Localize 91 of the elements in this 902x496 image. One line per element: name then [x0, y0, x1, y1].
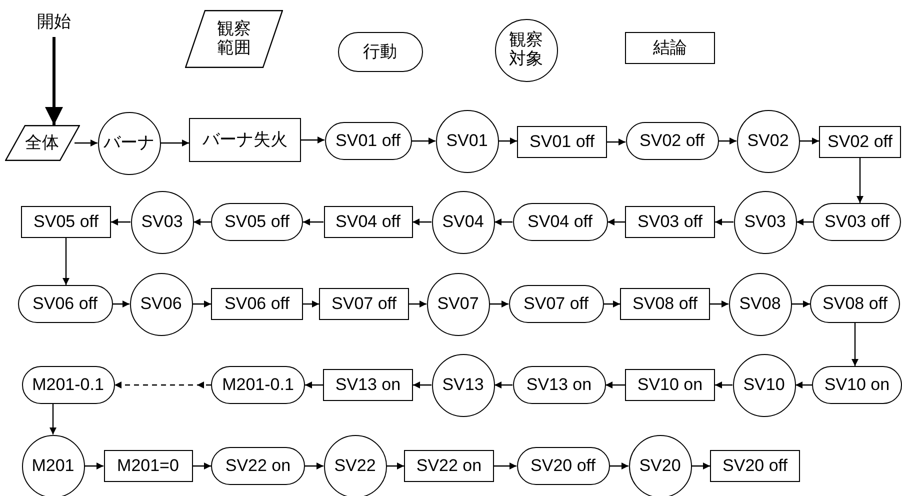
conclusion-box: SV01 off	[517, 126, 607, 158]
object-circle: SV06	[130, 272, 192, 336]
arrow	[692, 462, 710, 470]
action-terminal: M201-0.1	[211, 366, 305, 404]
object-circle: SV13	[432, 354, 494, 416]
action-terminal: SV05 off	[211, 203, 303, 241]
arrow	[796, 218, 813, 226]
object-circle: 観察対象	[494, 18, 558, 82]
arrow	[604, 300, 620, 308]
arrow	[114, 382, 211, 388]
arrow	[610, 462, 628, 470]
scope-parallelogram: 全体	[4, 125, 80, 161]
arrow	[710, 300, 728, 308]
action-terminal: 行動	[338, 32, 422, 72]
arrow	[84, 462, 104, 470]
conclusion-box: SV04 off	[324, 206, 412, 238]
arrow	[498, 138, 517, 144]
arrow	[852, 323, 858, 366]
action-terminal: SV02 off	[626, 122, 718, 160]
arrow	[606, 382, 625, 388]
arrow	[192, 462, 211, 470]
object-circle: SV10	[732, 354, 796, 416]
arrow	[412, 138, 436, 144]
conclusion-box: SV20 off	[710, 450, 800, 482]
arrow	[303, 218, 324, 226]
scope-parallelogram: 観察範囲	[185, 10, 283, 68]
arrow	[194, 218, 211, 226]
arrow	[112, 300, 130, 308]
arrow	[301, 136, 324, 144]
conclusion-box: M201=0	[104, 450, 192, 482]
conclusion-box: 結論	[625, 32, 715, 64]
conclusion-box: SV05 off	[21, 206, 111, 238]
arrow	[490, 300, 508, 308]
arrow	[494, 462, 516, 470]
arrow	[409, 300, 426, 308]
object-circle: SV08	[728, 272, 792, 336]
object-circle: SV07	[426, 272, 490, 336]
arrow	[413, 382, 432, 388]
action-terminal: SV22 on	[211, 447, 305, 485]
conclusion-box: バーナ失火	[189, 118, 301, 162]
object-circle: バーナ	[98, 112, 160, 174]
object-circle: SV20	[628, 434, 692, 496]
arrow	[800, 138, 819, 144]
arrow	[303, 300, 319, 308]
arrow	[160, 140, 189, 146]
conclusion-box: SV02 off	[819, 126, 901, 158]
action-terminal: SV10 on	[812, 366, 902, 404]
arrow	[494, 218, 512, 226]
action-terminal: SV06 off	[18, 285, 112, 323]
arrow	[715, 218, 734, 226]
conclusion-box: SV06 off	[211, 288, 303, 320]
arrow	[856, 158, 864, 203]
object-circle: SV01	[436, 110, 498, 172]
arrow	[74, 140, 98, 146]
arrow	[494, 382, 512, 388]
object-circle: SV03	[734, 190, 796, 254]
action-terminal: SV07 off	[508, 285, 604, 323]
arrow	[305, 462, 324, 470]
arrow	[718, 138, 736, 144]
conclusion-box: SV07 off	[319, 288, 409, 320]
conclusion-box: SV03 off	[625, 206, 715, 238]
object-circle: SV04	[432, 190, 494, 254]
conclusion-box: SV13 on	[323, 369, 413, 401]
conclusion-box: SV22 on	[404, 450, 494, 482]
arrow	[45, 37, 63, 125]
object-circle: M201	[22, 434, 84, 496]
object-circle: SV03	[130, 190, 194, 254]
conclusion-box: SV10 on	[625, 369, 715, 401]
arrow	[192, 300, 211, 308]
start-label: 開始	[34, 11, 74, 33]
action-terminal: SV03 off	[813, 203, 901, 241]
arrow	[796, 382, 812, 388]
action-terminal: SV08 off	[810, 285, 900, 323]
action-terminal: SV13 on	[512, 366, 606, 404]
arrow	[412, 218, 432, 226]
arrow	[111, 218, 130, 226]
object-circle: SV22	[324, 434, 386, 496]
object-circle: SV02	[736, 110, 800, 172]
arrow	[50, 404, 56, 434]
arrow	[386, 462, 404, 470]
arrow	[305, 382, 323, 388]
action-terminal: SV01 off	[324, 122, 412, 160]
arrow	[608, 218, 625, 226]
arrow	[792, 300, 810, 308]
conclusion-box: SV08 off	[620, 288, 710, 320]
action-terminal: SV20 off	[516, 447, 610, 485]
action-terminal: M201-0.1	[22, 366, 114, 404]
arrow	[715, 382, 732, 388]
action-terminal: SV04 off	[512, 203, 608, 241]
arrow	[607, 138, 626, 146]
arrow	[62, 238, 70, 285]
